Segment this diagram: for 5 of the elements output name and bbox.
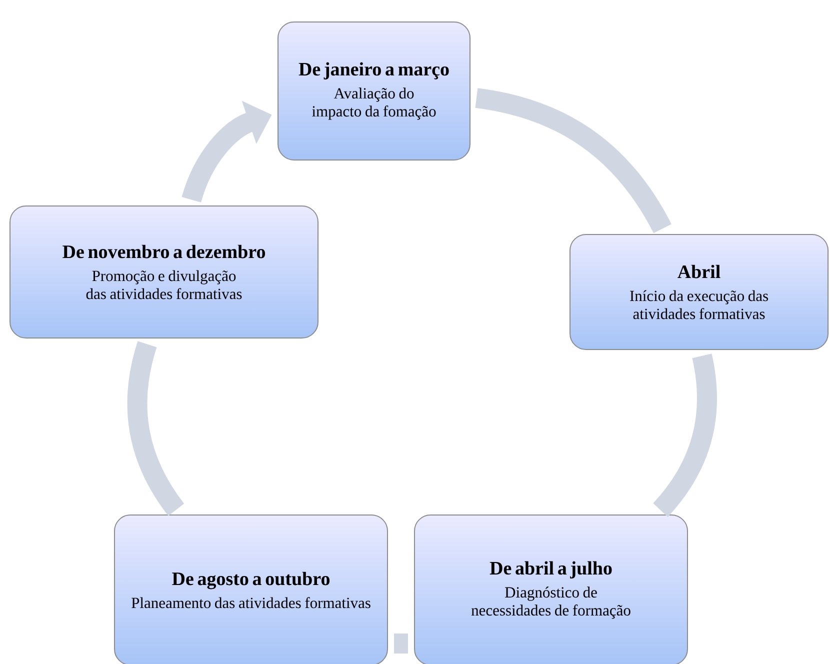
process-box: Abril Início da execução das atividades formativas	[570, 234, 828, 350]
process-box: De janeiro a março Avaliação do impacto da fomação	[278, 22, 470, 160]
process-box: De abril a julho Diagnóstico de necessidades de formação	[414, 514, 688, 664]
process-box: De agosto a outubro Planeamento das atividades formativas	[114, 514, 388, 664]
process-box: De novembro a dezembro Promoção e divulgação das atividades formativas	[10, 206, 318, 338]
